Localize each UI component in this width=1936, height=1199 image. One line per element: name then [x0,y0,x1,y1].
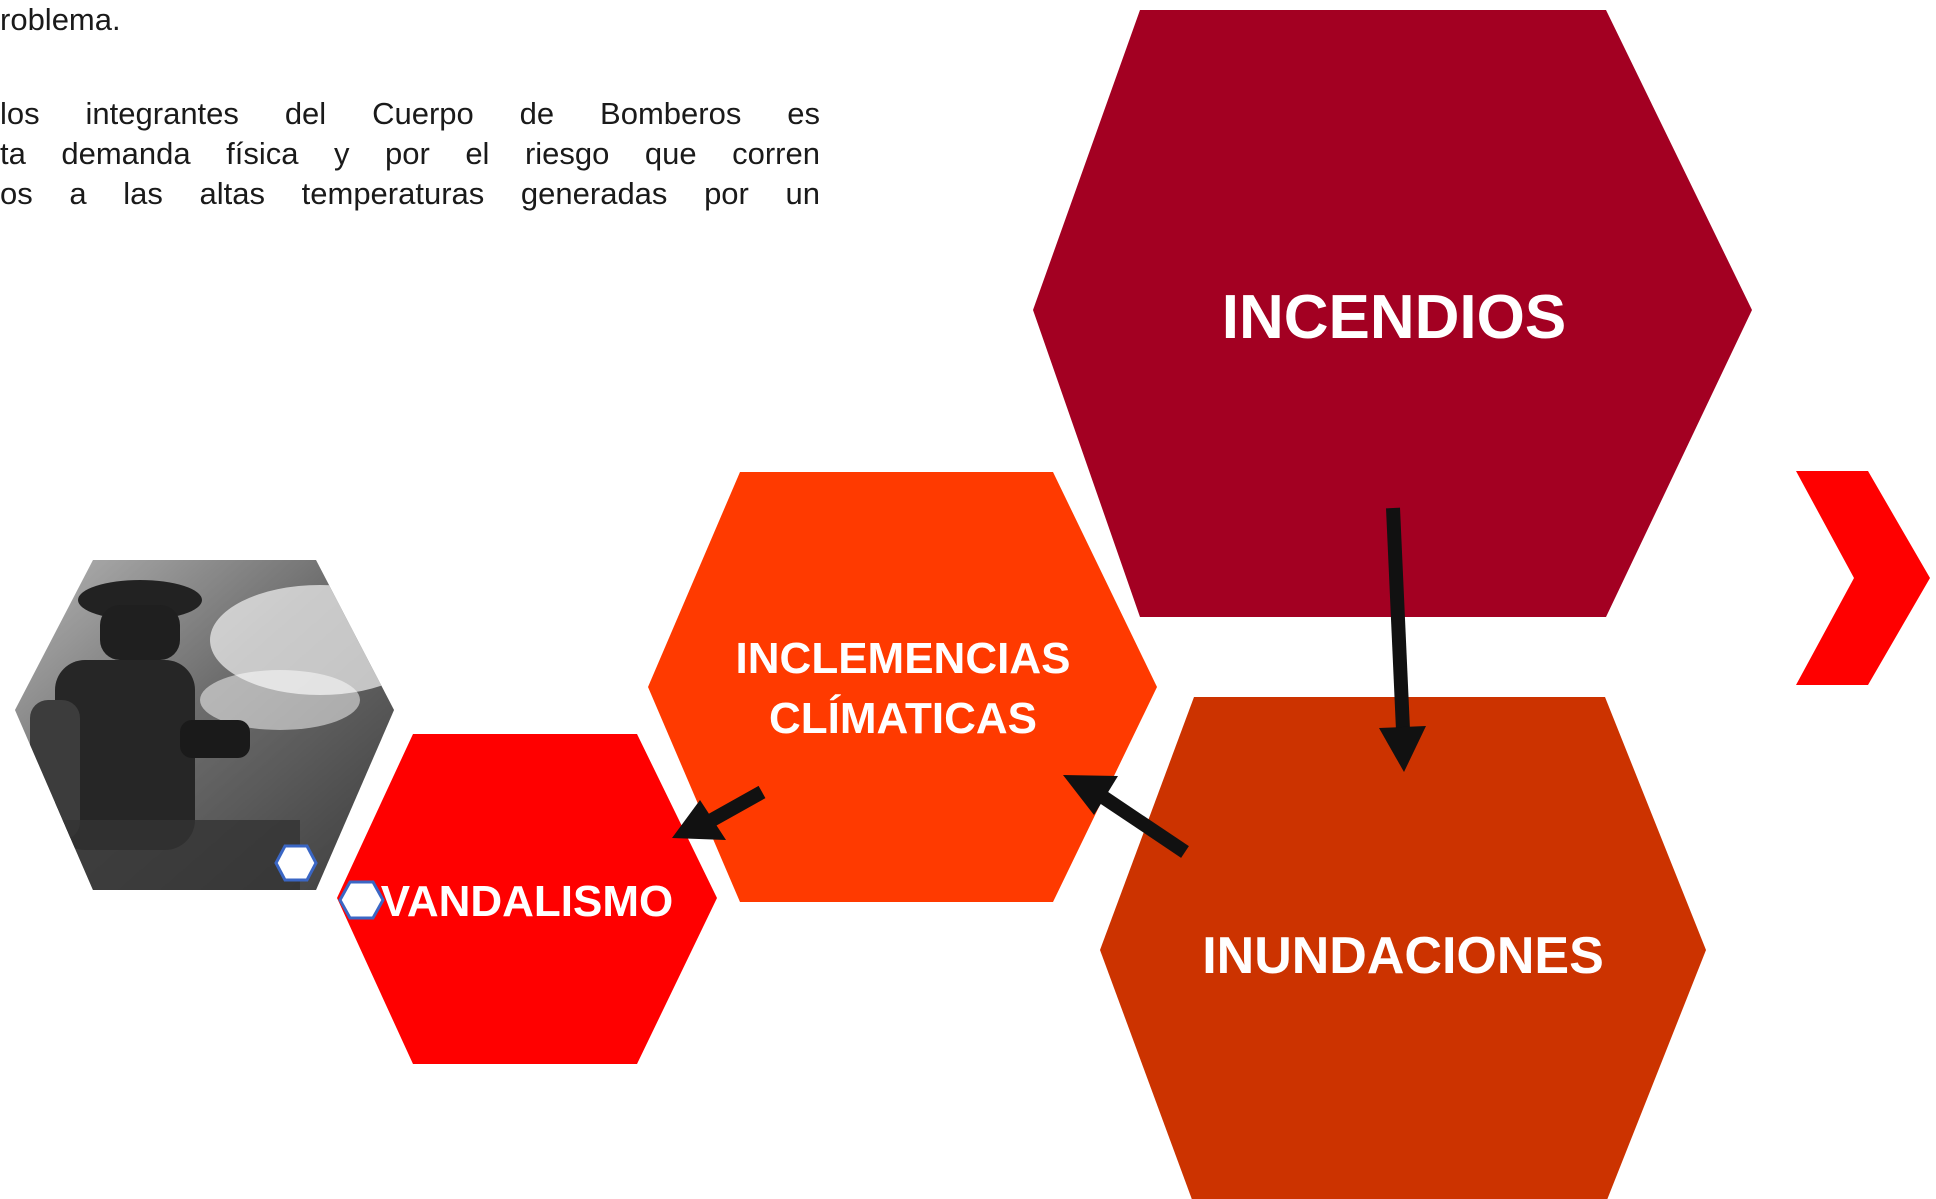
hexagon-label-inclemencias-line1: INCLEMENCIAS [736,634,1071,683]
small-hexagon-icon [274,844,318,882]
chevron-right-icon[interactable] [1796,471,1930,685]
paragraph-line: ta demanda física y por el riesgo que co… [0,136,820,171]
hexagon-incendios: INCENDIOS [1033,10,1752,617]
hexagon-label-inclemencias-line2: CLÍMATICAS [769,693,1037,743]
paragraph-line: os a las altas temperaturas generadas po… [0,176,820,211]
small-hexagon-icon [338,880,385,920]
body-paragraph: los integrantes del Cuerpo de Bomberos e… [0,94,820,214]
paragraph-fragment-top: roblema. [0,2,121,37]
hexagon-label-vandalismo: VANDALISMO [381,877,674,926]
paragraph-line: los integrantes del Cuerpo de Bomberos e… [0,96,820,131]
hexagon-inclemencias: INCLEMENCIAS CLÍMATICAS [648,472,1157,902]
hexagon-inundaciones: INUNDACIONES [1100,697,1706,1199]
arrow-inundaciones-to-inclemencias [1063,775,1189,858]
arrow-inclemencias-to-vandalismo [672,785,766,840]
hexagon-vandalismo: VANDALISMO [337,734,717,1064]
hexagon-label-incendios: INCENDIOS [1222,283,1566,352]
arrow-incendios-to-inundaciones [1379,507,1426,772]
hexagon-label-inundaciones: INUNDACIONES [1202,927,1604,985]
